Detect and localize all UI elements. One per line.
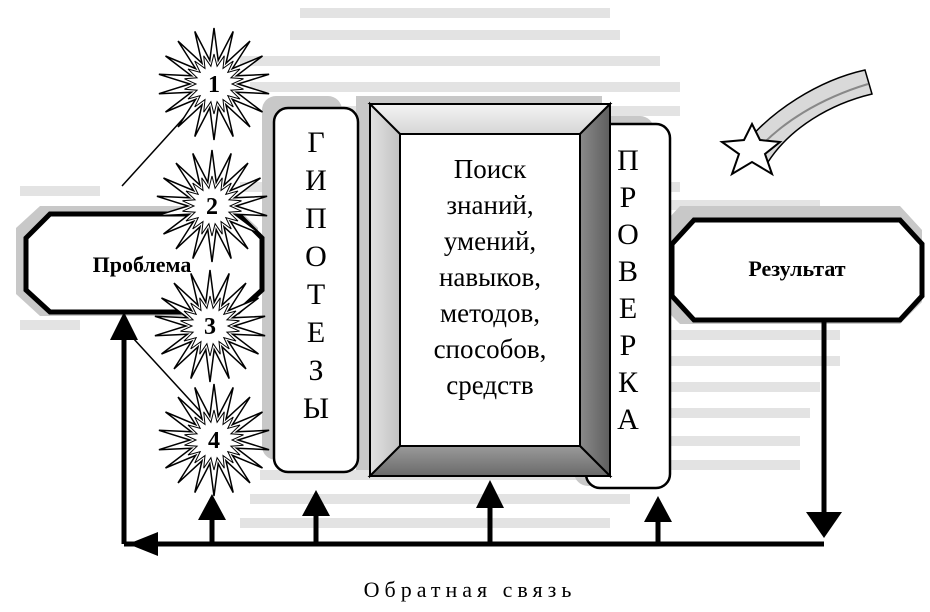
star-number-4: 4 xyxy=(208,428,220,454)
problem-label: Проблема xyxy=(93,252,192,277)
check_letters-1: Р xyxy=(620,181,637,214)
arrow-left xyxy=(128,532,158,556)
search-line-1: знаний, xyxy=(446,190,533,220)
search-line-0: Поиск xyxy=(454,154,527,184)
star-number-2: 2 xyxy=(206,194,218,220)
check_letters-4: Е xyxy=(619,292,637,325)
feedback-arrowheads xyxy=(110,312,842,556)
hypotheses_letters-0: Г xyxy=(307,126,324,159)
hypotheses_letters-5: Е xyxy=(307,316,325,349)
hypotheses_letters-1: И xyxy=(305,164,327,197)
arrow-up-search xyxy=(476,480,504,508)
search-line-2: умений, xyxy=(444,226,536,256)
star-number-1: 1 xyxy=(208,72,220,98)
arrow-up-stars xyxy=(198,494,226,520)
hypotheses_letters-2: П xyxy=(305,202,327,235)
arrow-up-check xyxy=(644,496,672,522)
arrow-down-result xyxy=(806,512,842,538)
arrow-up-hypotheses xyxy=(302,490,330,516)
check_letters-2: О xyxy=(617,218,639,251)
search-box xyxy=(367,101,613,479)
hypotheses_letters-3: О xyxy=(305,240,327,273)
result-box xyxy=(669,217,925,323)
starburst-icon: 3 xyxy=(154,269,266,383)
arrow-up-problem xyxy=(110,312,138,340)
hypotheses_letters-6: З xyxy=(308,354,323,387)
check_letters-6: К xyxy=(618,366,639,399)
star-number-3: 3 xyxy=(204,314,216,340)
search-line-4: методов, xyxy=(440,298,540,328)
hypotheses_letters-7: Ы xyxy=(303,392,329,425)
result-label: Результат xyxy=(748,256,845,281)
shooting-star-icon xyxy=(719,69,873,177)
search-line-5: способов, xyxy=(434,334,547,364)
starburst-icon: 1 xyxy=(158,27,270,141)
check_letters-3: В xyxy=(618,255,638,288)
starbursts: 1 2 3 4 xyxy=(154,27,270,497)
feedback-label: Обратная связь xyxy=(364,577,577,602)
starburst-icon: 4 xyxy=(158,383,270,497)
hypotheses-box xyxy=(272,106,360,474)
check_letters-7: А xyxy=(617,403,639,436)
hypotheses_letters-4: Т xyxy=(307,278,325,311)
feedback-lines xyxy=(121,318,827,547)
search-line-6: средств xyxy=(446,370,533,400)
search-text: Поиск знаний, умений, навыков, методов, спосо… xyxy=(434,154,547,400)
check_letters-5: Р xyxy=(620,329,637,362)
starburst-icon: 2 xyxy=(156,149,268,263)
search-line-3: навыков, xyxy=(439,262,541,292)
check_letters-0: П xyxy=(617,144,639,177)
